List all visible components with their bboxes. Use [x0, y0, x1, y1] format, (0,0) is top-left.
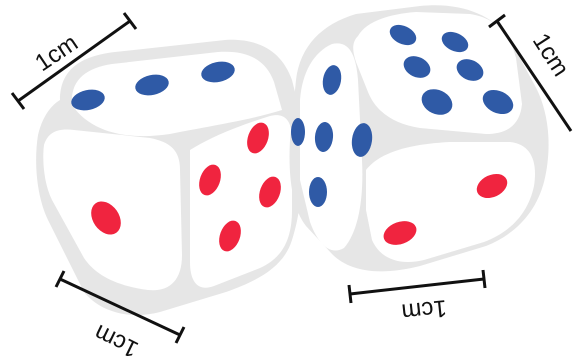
left-die-top-pip	[201, 61, 235, 83]
measure-line	[59, 277, 181, 337]
measure-label-left-bottom: 1cm	[90, 319, 143, 356]
measure-tick	[10, 92, 26, 110]
measure-tick	[54, 270, 66, 288]
left-die-right-face	[190, 115, 292, 288]
right-die-left-pip	[351, 123, 373, 157]
right-die-right-pip	[383, 221, 417, 245]
measure-label-right-bottom: 1cm	[400, 294, 448, 326]
right-die-top-pip	[482, 89, 514, 115]
measure-tick	[174, 326, 186, 344]
left-die-top-pip	[71, 89, 105, 111]
left-die-front-pip	[91, 201, 121, 235]
measure-tick	[488, 13, 506, 29]
left-die-right-pip	[259, 176, 281, 208]
measure-line	[495, 20, 573, 132]
right-die-top-pip	[403, 56, 431, 78]
right-die-left-pip	[314, 122, 334, 152]
left-die	[36, 39, 304, 316]
left-die-top-pip	[135, 74, 169, 96]
right-die-top-pip	[389, 24, 417, 46]
measure-tick	[122, 12, 138, 30]
right-die-top-face	[353, 12, 522, 134]
measure-line	[349, 277, 485, 296]
measure-tick	[481, 269, 487, 289]
right-die-left-pip	[291, 118, 305, 146]
left-die-right-pip	[219, 220, 241, 252]
measure-right-bottom: 1cm	[347, 269, 487, 326]
right-die-top-pip	[441, 31, 469, 53]
right-die-top-pip	[421, 89, 453, 115]
measure-line	[17, 19, 131, 103]
measure-tick	[347, 284, 353, 304]
right-die-left-pip	[309, 177, 327, 207]
right-die-top-pip	[456, 59, 484, 81]
left-die-right-pip	[247, 122, 269, 154]
right-die-right-pip	[476, 173, 508, 199]
right-die	[289, 5, 549, 272]
left-die-right-pip	[199, 164, 221, 196]
right-die-left-pip	[322, 65, 342, 95]
